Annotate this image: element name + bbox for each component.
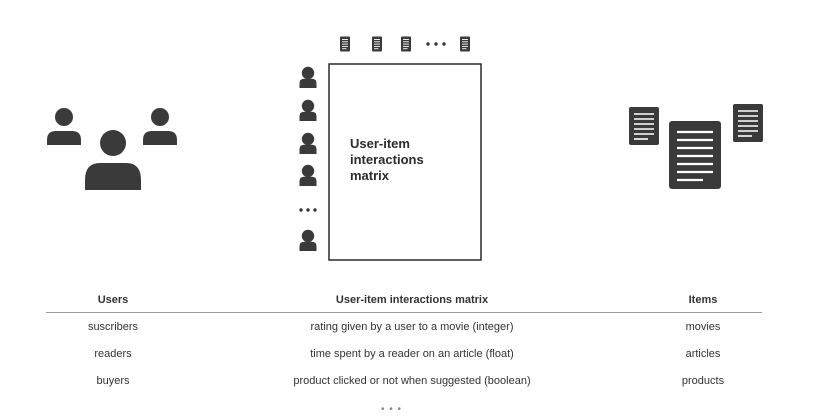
cell-users: readers [94,347,132,360]
cell-items: products [681,374,725,387]
matrix-label-line: interactions [350,152,424,167]
cell-matrix: product clicked or not when suggested (b… [293,374,531,387]
user-icon [299,229,317,251]
document-icon [733,104,763,142]
matrix-label-line: User-item [350,136,410,151]
matrix-label-line: matrix [350,168,390,183]
row-users [299,66,317,251]
cell-users: suscribers [87,320,139,333]
user-icon [299,66,317,88]
user-icon [143,108,177,145]
diagram-canvas [47,36,763,261]
document-icon [669,121,721,189]
document-icon [371,36,383,52]
document-icon [459,36,471,52]
ellipsis-icon [299,208,317,212]
table-row: suscribers rating given by a user to a m… [46,313,762,341]
table-header-row: Users User-item interactions matrix Item… [46,291,762,313]
header-users: Users [46,291,180,313]
cell-matrix: time spent by a reader on an article (fl… [310,347,514,360]
document-icon [339,36,351,52]
document-icon [400,36,412,52]
header-matrix: User-item interactions matrix [180,291,644,313]
cell-users: buyers [96,374,130,387]
header-items: Items [644,291,762,313]
user-icon [85,130,141,190]
document-icon [629,107,659,145]
cell-matrix: rating given by a user to a movie (integ… [310,320,514,333]
users-group [47,108,177,190]
table-continuation: • • • [381,404,403,415]
table-row: readers time spent by a reader on an art… [46,340,762,367]
ellipsis-icon [426,42,446,46]
table-row: buyers product clicked or not when sugge… [46,367,762,394]
user-icon [299,132,317,154]
interactions-matrix [328,63,482,261]
column-items [339,36,471,52]
matrix-label: User-item interactions matrix [350,136,470,184]
user-icon [299,99,317,121]
user-icon [47,108,81,145]
user-icon [299,164,317,186]
legend-table: Users User-item interactions matrix Item… [46,291,762,394]
cell-items: articles [685,347,721,360]
items-group [629,104,763,189]
cell-items: movies [685,320,721,333]
